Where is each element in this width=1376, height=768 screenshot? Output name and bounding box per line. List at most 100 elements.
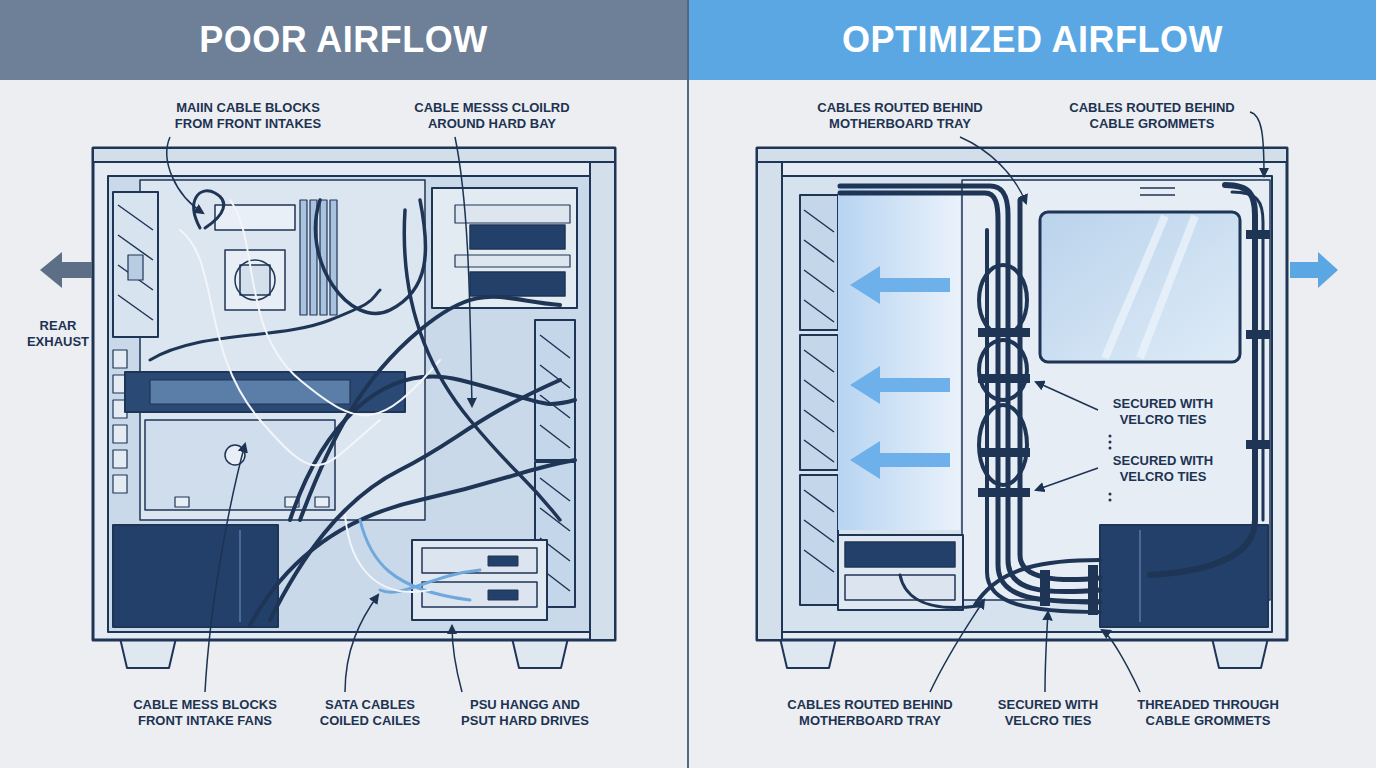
leader-line (1036, 468, 1098, 490)
velcro-tie (978, 448, 1030, 457)
messy-case (93, 148, 615, 640)
leader-line (1036, 382, 1098, 410)
messy-case (488, 556, 518, 566)
panel-header: POOR AIRFLOW (0, 0, 687, 80)
airflow-arrow (850, 366, 950, 404)
messy-case (470, 272, 565, 296)
callout-label: CABLES ROUTED BEHIND MOTHERBOARD TRAY (778, 697, 963, 729)
leader-line (167, 137, 203, 213)
messy-case (590, 162, 615, 640)
leader-line (452, 626, 462, 692)
tangled-cables (345, 515, 430, 592)
routed-cables (1232, 192, 1263, 520)
exhaust-arrow (40, 252, 92, 288)
messy-case (128, 255, 143, 280)
tangled-cables (180, 230, 380, 465)
velcro-tie (1040, 570, 1050, 606)
tangled-cables (230, 200, 440, 415)
routed-cables (975, 560, 1100, 605)
callout-label: PSU HANGG AND PSUT HARD DRIVES (453, 697, 598, 729)
messy-case (470, 225, 565, 249)
velcro-tie (1246, 230, 1270, 239)
panel-divider (687, 0, 689, 768)
exhaust-arrow (1290, 252, 1338, 288)
routed-cables (840, 186, 1100, 592)
leader-line (1102, 630, 1140, 692)
velcro-tie (978, 230, 1270, 615)
tidy-case (804, 210, 834, 322)
tidy-case (1140, 188, 1175, 195)
tangled-cables (150, 290, 380, 360)
velcro-tie (978, 328, 1030, 337)
tidy-case (804, 490, 834, 572)
messy-case (93, 148, 615, 162)
callout-label: SECURED WITH VELCRO TIES (1103, 396, 1223, 428)
leader-line (167, 137, 472, 692)
tidy-case (1105, 216, 1195, 358)
routed-cables (979, 265, 1027, 335)
tangled-cables (150, 191, 575, 625)
panel-title: POOR AIRFLOW (199, 19, 488, 61)
messy-case (113, 475, 127, 493)
messy-case (488, 590, 518, 600)
tidy-case (838, 535, 963, 610)
leader-line (1250, 112, 1264, 176)
tidy-case (782, 176, 1272, 632)
callout-label: SECURED WITH VELCRO TIES (986, 697, 1111, 729)
airflow-arrow (850, 266, 950, 479)
leader-dots (1109, 447, 1112, 450)
tidy-case (1139, 530, 1141, 622)
tidy-case (757, 148, 1287, 162)
tidy-case (757, 148, 1287, 640)
messy-case (113, 192, 158, 337)
callout-label: CABLES ROUTED BEHIND MOTHERBOARD TRAY (808, 100, 993, 132)
velcro-tie (1246, 330, 1270, 339)
leader-line (205, 444, 245, 692)
tidy-case (757, 148, 1287, 668)
leader-line (455, 137, 472, 406)
velcro-tie (978, 488, 1030, 497)
callout-label: CABLES ROUTED BEHIND CABLE GROMMETS (1060, 100, 1245, 132)
messy-case (113, 425, 127, 443)
messy-case (113, 450, 127, 468)
tangled-cables (404, 210, 560, 520)
messy-case (315, 497, 329, 507)
tidy-case (845, 542, 955, 567)
leader-line (930, 600, 984, 692)
velcro-tie (1088, 565, 1098, 615)
callout-label: CABLE MESS BLOCKS FRONT INTAKE FANS (128, 697, 283, 729)
routed-cables (987, 230, 1100, 612)
messy-case (93, 148, 615, 668)
messy-case (432, 188, 577, 308)
velcro-tie (1246, 440, 1270, 449)
messy-case (239, 530, 241, 622)
routed-cables (1150, 185, 1255, 575)
leader-line (1045, 612, 1048, 692)
messy-case (108, 176, 590, 632)
messy-case (150, 380, 350, 404)
messy-case (512, 638, 568, 668)
callout-label: CABLE MESSS CLOILRD AROUND HARD BAY (407, 100, 577, 132)
messy-case (140, 180, 425, 520)
routed-cables (979, 340, 1027, 400)
tidy-case (1040, 212, 1240, 362)
tidy-case (800, 335, 838, 470)
tangled-cables (360, 520, 470, 600)
messy-case (215, 205, 295, 230)
messy-case (225, 250, 285, 310)
tidy-case (1100, 525, 1268, 627)
leader-dots (1109, 493, 1112, 496)
callout-label: REAR EXHAUST (22, 318, 94, 350)
routed-cables (840, 185, 1263, 612)
tidy-case (800, 475, 838, 605)
tidy-case (1212, 638, 1268, 668)
callout-label: SECURED WITH VELCRO TIES (1103, 453, 1223, 485)
routed-cables (1020, 200, 1100, 580)
messy-case (118, 205, 153, 320)
messy-case (455, 255, 570, 267)
leader-dots (1109, 441, 1112, 444)
messy-case (330, 200, 337, 315)
